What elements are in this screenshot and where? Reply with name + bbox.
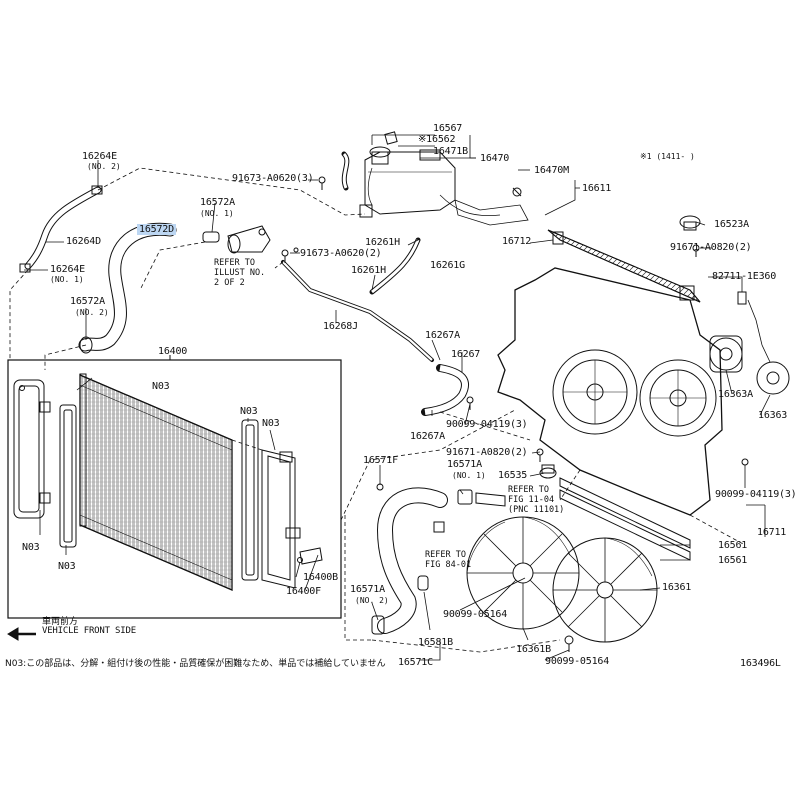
part-label-16571f[interactable]: 16571F: [363, 455, 398, 466]
part-label-16400b[interactable]: 16400B: [303, 572, 338, 583]
part-label-90099-05164-2[interactable]: 90099-05164: [545, 656, 610, 667]
n03-label-core: N03: [152, 381, 170, 392]
part-label-16712[interactable]: 16712: [502, 236, 532, 247]
part-label-16561-2[interactable]: 16561: [718, 555, 748, 566]
part-label-16572d-highlighted[interactable]: 16572D: [137, 224, 176, 235]
refer-fig-84-01: REFER TO FIG 84-01: [425, 550, 472, 570]
part-label-91673-a0620-3[interactable]: 91673-A0620(3): [232, 173, 314, 184]
part-label-16571a-2[interactable]: 16571A: [350, 584, 385, 595]
part-label-16361[interactable]: 16361: [662, 582, 692, 593]
sub-no2-571a: (NO. 2): [355, 596, 389, 605]
n03-footnote: N03:この部品は、分解・組付け後の性能・品質確保が困難なため、単品では補給して…: [5, 659, 386, 669]
sub-no2: (NO. 2): [87, 162, 121, 171]
illustration-code: 163496L: [740, 658, 781, 669]
part-label-90099-05164-1[interactable]: 90099-05164: [443, 609, 508, 620]
part-label-16471b[interactable]: 16471B: [433, 146, 468, 157]
part-label-16581b[interactable]: 16581B: [418, 637, 453, 648]
part-label-91671-a0820-2-low[interactable]: 91671-A0820(2): [446, 447, 528, 458]
part-label-90099-04119-left[interactable]: 90099-04119(3): [446, 419, 528, 430]
part-label-16268j[interactable]: 16268J: [323, 321, 358, 332]
clamp-bottom: [19, 263, 31, 273]
part-label-16264d[interactable]: 16264D: [66, 236, 101, 247]
refer-illust-2of2: REFER TO ILLUST NO. 2 OF 2: [214, 258, 266, 288]
sub-no2-572a: (NO. 2): [75, 308, 109, 317]
part-label-16535[interactable]: 16535: [498, 470, 528, 481]
part-label-16572a-top[interactable]: 16572A: [200, 197, 235, 208]
part-label-16267[interactable]: 16267: [451, 349, 481, 360]
part-label-82711-1e360[interactable]: 82711-1E360: [712, 271, 777, 282]
upper-bracket-16712: [547, 229, 701, 303]
part-label-16363a[interactable]: 16363A: [718, 389, 753, 400]
fasteners: [281, 176, 749, 652]
fan-motor-drawing: [709, 291, 790, 395]
n03-label-side: N03: [22, 542, 40, 553]
part-label-16571c[interactable]: 16571C: [398, 657, 433, 668]
part-label-16572a-left[interactable]: 16572A: [70, 296, 105, 307]
vehicle-front-jp: 車両前方: [42, 617, 79, 627]
part-label-16267a-1[interactable]: 16267A: [425, 330, 460, 341]
dashed-relations: [9, 167, 746, 653]
sub-no1: (NO. 1): [50, 275, 84, 284]
part-label-91673-a0620-2[interactable]: 91673-A0620(2): [300, 248, 382, 259]
note-1411: ※1 (1411- ): [640, 152, 695, 161]
clamp-top: [91, 185, 103, 195]
sub-no1-572a: (NO. 1): [200, 209, 234, 218]
part-label-16562[interactable]: ※16562: [418, 134, 456, 145]
part-label-16363[interactable]: 16363: [758, 410, 788, 421]
front-arrow-icon: [7, 627, 36, 641]
n03-label-tank: N03: [262, 418, 280, 429]
part-label-16567[interactable]: 16567: [433, 123, 463, 134]
part-label-16470[interactable]: 16470: [480, 153, 510, 164]
seal-16561-a: [559, 477, 691, 549]
hose-16581b: [475, 492, 506, 507]
part-label-16470m[interactable]: 16470M: [534, 165, 569, 176]
vehicle-front-en: VEHICLE FRONT SIDE: [42, 626, 136, 636]
clamp-16572a: [202, 231, 220, 243]
part-label-16261h-1[interactable]: 16261H: [365, 237, 400, 248]
sub-no1-571a: (NO. 1): [452, 471, 486, 480]
part-label-91671-a0820-2-top[interactable]: 91671-A0820(2): [670, 242, 752, 253]
part-label-90099-04119-right[interactable]: 90099-04119(3): [715, 489, 797, 500]
part-label-16611[interactable]: 16611: [582, 183, 612, 194]
left-side-tank-drawing: [13, 379, 51, 519]
part-label-16571a-1[interactable]: 16571A: [447, 459, 482, 470]
part-label-16261g[interactable]: 16261G: [430, 260, 465, 271]
water-outlet-drawing: [227, 225, 271, 254]
seal-16561-b: [559, 489, 691, 561]
n03-label-strip: N03: [58, 561, 76, 572]
part-label-16400f[interactable]: 16400F: [286, 586, 321, 597]
part-label-16261h-2[interactable]: 16261H: [351, 265, 386, 276]
pipe-16268j: [281, 260, 434, 362]
n03-label-gasket: N03: [240, 406, 258, 417]
part-label-16523a[interactable]: 16523A: [714, 219, 749, 230]
part-label-16400[interactable]: 16400: [158, 346, 188, 357]
fan-shroud-drawing: [497, 267, 723, 516]
part-label-16711[interactable]: 16711: [757, 527, 787, 538]
right-side-tank-drawing: [261, 449, 323, 589]
radiator-assembly-box: [7, 359, 342, 619]
gasket-left: [59, 404, 77, 548]
part-label-16267a-2[interactable]: 16267A: [410, 431, 445, 442]
fan-16361-drawing: [552, 537, 658, 643]
part-label-16264e-bottom[interactable]: 16264E: [50, 264, 85, 275]
reservoir-tank-drawing: [359, 131, 529, 226]
part-label-16361b[interactable]: 16361B: [516, 644, 551, 655]
gasket-right: [241, 419, 259, 581]
part-label-16561-1[interactable]: 16561: [718, 540, 748, 551]
part-label-16264e-top[interactable]: 16264E: [82, 151, 117, 162]
refer-fig-11-04: REFER TO FIG 11-04 (PNC 11101): [508, 485, 565, 515]
radiator-core-drawing: [79, 373, 233, 591]
